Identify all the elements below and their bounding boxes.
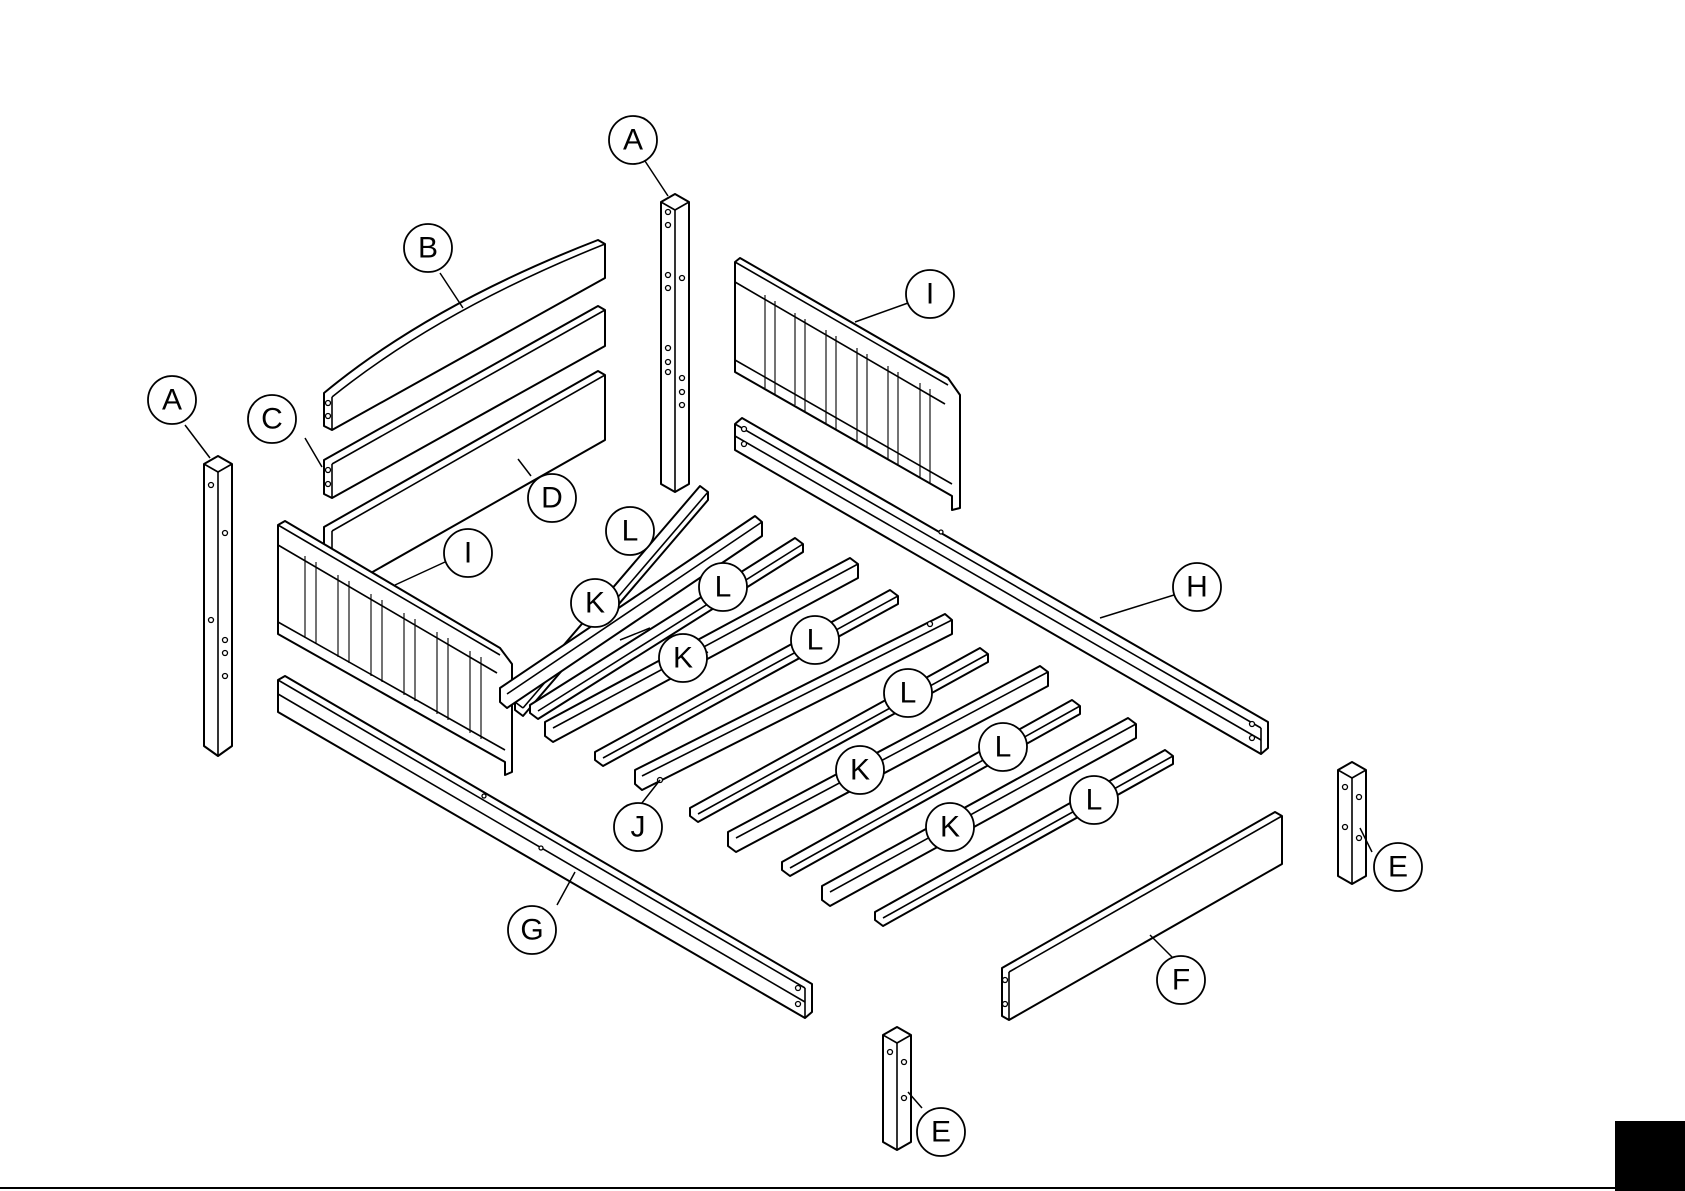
callout-a-back: A — [609, 116, 657, 164]
post-e-bottom — [883, 1027, 911, 1150]
callout-k-2: K — [659, 634, 707, 682]
svg-text:L: L — [807, 624, 824, 657]
svg-text:L: L — [995, 731, 1012, 764]
callout-a-left: A — [148, 376, 196, 424]
svg-text:H: H — [1186, 571, 1208, 604]
svg-text:K: K — [673, 642, 693, 675]
callout-e-bottom: E — [917, 1108, 965, 1156]
callout-k-1: K — [571, 579, 619, 627]
callout-k-4: K — [926, 803, 974, 851]
callout-g: G — [508, 906, 556, 954]
callout-i-back: I — [906, 270, 954, 318]
callout-h: H — [1173, 563, 1221, 611]
post-a-left — [204, 456, 232, 756]
callout-l-5: L — [979, 723, 1027, 771]
callout-k-3: K — [836, 746, 884, 794]
callout-l-2: L — [699, 563, 747, 611]
callout-j: J — [614, 803, 662, 851]
svg-text:C: C — [261, 403, 283, 436]
svg-text:G: G — [520, 914, 543, 947]
svg-text:K: K — [940, 811, 960, 844]
post-e-right — [1338, 762, 1366, 884]
svg-text:L: L — [1086, 784, 1103, 817]
svg-text:F: F — [1172, 964, 1190, 997]
svg-text:L: L — [715, 571, 732, 604]
svg-text:J: J — [631, 811, 646, 844]
callout-i-front: I — [444, 529, 492, 577]
callout-f: F — [1157, 956, 1205, 1004]
page-corner-marker — [1615, 1121, 1685, 1191]
callout-c: C — [248, 395, 296, 443]
svg-text:K: K — [850, 754, 870, 787]
footboard-rail-f — [1002, 812, 1282, 1020]
svg-text:E: E — [931, 1116, 951, 1149]
svg-text:A: A — [623, 124, 643, 157]
svg-text:L: L — [900, 677, 917, 710]
svg-text:L: L — [622, 515, 639, 548]
svg-text:D: D — [541, 482, 563, 515]
callout-e-right: E — [1374, 843, 1422, 891]
callout-l-4: L — [884, 669, 932, 717]
callout-l-1: L — [606, 507, 654, 555]
callout-l-3: L — [791, 616, 839, 664]
svg-text:A: A — [162, 384, 182, 417]
svg-text:B: B — [418, 232, 438, 265]
svg-text:K: K — [585, 587, 605, 620]
svg-text:E: E — [1388, 851, 1408, 884]
svg-text:I: I — [926, 278, 934, 311]
callout-d: D — [528, 474, 576, 522]
callout-b: B — [404, 224, 452, 272]
svg-text:I: I — [464, 537, 472, 570]
callout-l-6: L — [1070, 776, 1118, 824]
bottom-rule — [0, 1187, 1615, 1189]
post-a-back — [661, 194, 689, 492]
